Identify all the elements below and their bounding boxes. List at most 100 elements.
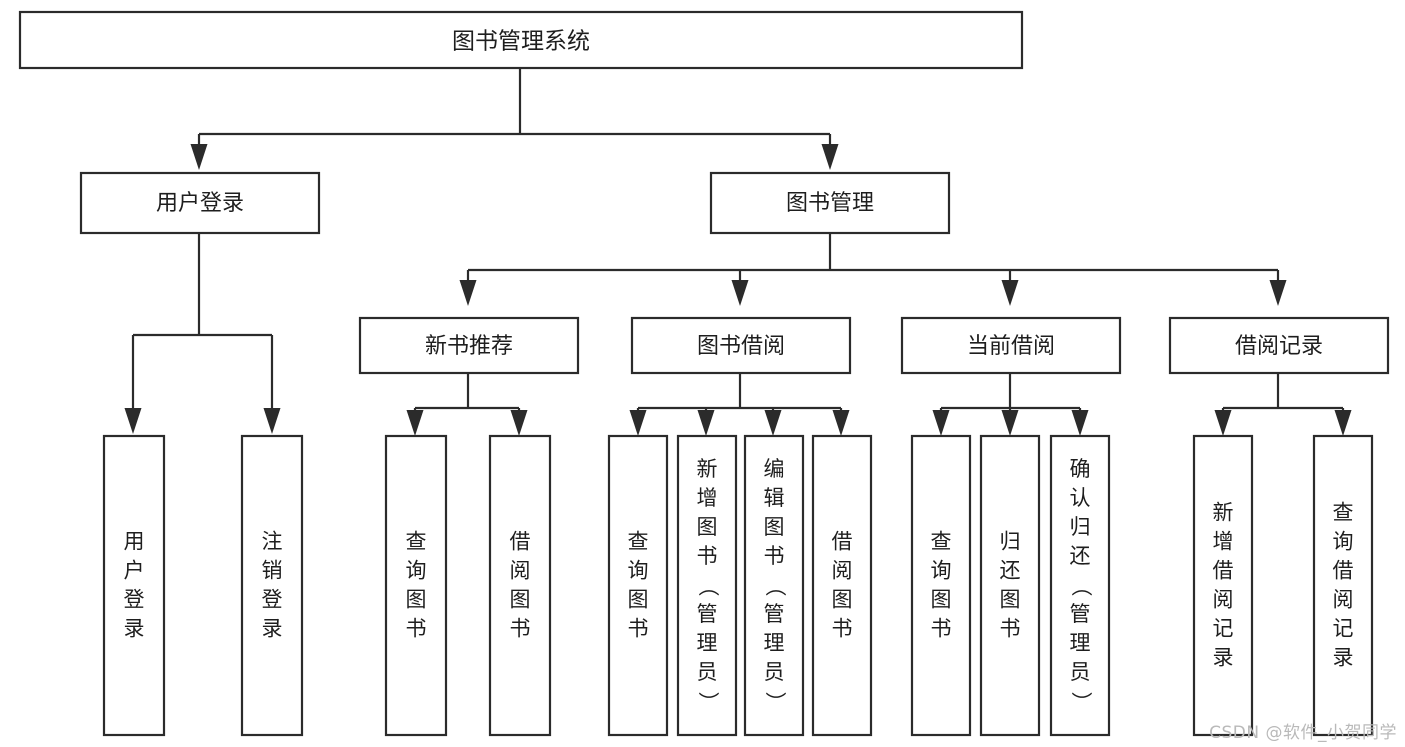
svg-text:查: 查	[628, 530, 649, 554]
node-new-book-recommend[interactable]: 新书推荐	[358, 316, 580, 375]
connectors-userlogin-to-leaves	[124, 233, 281, 434]
svg-text:理: 理	[764, 631, 785, 655]
svg-text:书: 书	[406, 617, 427, 641]
svg-text:（: （	[696, 576, 720, 597]
svg-text:书: 书	[628, 617, 649, 641]
svg-text:新: 新	[1213, 501, 1234, 525]
node-book-borrow[interactable]: 图书借阅	[630, 316, 852, 375]
svg-text:查: 查	[406, 530, 427, 554]
svg-text:图: 图	[1000, 588, 1021, 612]
node-user-login[interactable]: 用户登录	[79, 171, 321, 235]
svg-text:确: 确	[1070, 457, 1091, 481]
svg-text:录: 录	[124, 617, 145, 641]
svg-text:（: （	[1069, 576, 1093, 597]
svg-text:询: 询	[628, 559, 649, 583]
node-leaf-user-login-label: 用户登录	[124, 530, 145, 641]
svg-text:图: 图	[406, 588, 427, 612]
svg-text:理: 理	[1070, 631, 1091, 655]
svg-text:记: 记	[1333, 617, 1354, 641]
svg-text:查: 查	[931, 530, 952, 554]
node-current-borrow[interactable]: 当前借阅	[900, 316, 1122, 375]
svg-text:图: 图	[510, 588, 531, 612]
node-borrow-record[interactable]: 借阅记录	[1168, 316, 1390, 375]
node-root-label: 图书管理系统	[452, 29, 590, 55]
svg-text:）: ）	[1069, 692, 1093, 713]
svg-text:借: 借	[832, 530, 853, 554]
svg-text:图: 图	[628, 588, 649, 612]
connectors-bookmanagement-to-level2	[459, 233, 1287, 306]
csdn-watermark: CSDN @软件_小贺同学	[1209, 723, 1397, 743]
node-new-book-recommend-label: 新书推荐	[425, 334, 513, 359]
svg-text:登: 登	[124, 588, 145, 612]
svg-text:归: 归	[1070, 515, 1091, 539]
svg-text:记: 记	[1213, 617, 1234, 641]
svg-text:员: 员	[764, 660, 785, 684]
node-borrow-record-label: 借阅记录	[1235, 334, 1323, 359]
svg-text:阅: 阅	[1213, 588, 1234, 612]
node-root[interactable]: 图书管理系统	[18, 10, 1024, 70]
svg-text:注: 注	[262, 530, 283, 554]
svg-text:阅: 阅	[832, 559, 853, 583]
svg-text:新: 新	[697, 457, 718, 481]
svg-text:理: 理	[697, 631, 718, 655]
svg-text:录: 录	[262, 617, 283, 641]
svg-text:管: 管	[1070, 602, 1091, 626]
svg-text:增: 增	[1213, 530, 1234, 554]
connectors-currentborrow-to-leaves	[932, 373, 1089, 436]
svg-text:借: 借	[1213, 559, 1234, 583]
svg-text:）: ）	[763, 692, 787, 713]
svg-text:阅: 阅	[1333, 588, 1354, 612]
svg-text:销: 销	[262, 559, 283, 583]
svg-text:借: 借	[1333, 559, 1354, 583]
svg-text:书: 书	[510, 617, 531, 641]
node-leaf-user-login[interactable]: 用户登录	[102, 434, 166, 737]
node-user-login-label: 用户登录	[156, 191, 244, 216]
svg-text:管: 管	[764, 602, 785, 626]
connectors-bookborrow-to-leaves	[629, 373, 850, 436]
svg-text:查: 查	[1333, 501, 1354, 525]
svg-text:用: 用	[124, 530, 145, 554]
svg-text:询: 询	[406, 559, 427, 583]
svg-text:书: 书	[931, 617, 952, 641]
svg-text:书: 书	[764, 544, 785, 568]
svg-text:员: 员	[1070, 660, 1091, 684]
svg-text:阅: 阅	[510, 559, 531, 583]
svg-text:管: 管	[697, 602, 718, 626]
svg-text:）: ）	[696, 692, 720, 713]
node-book-management[interactable]: 图书管理	[709, 171, 951, 235]
svg-text:书: 书	[1000, 617, 1021, 641]
svg-text:询: 询	[931, 559, 952, 583]
node-book-borrow-label: 图书借阅	[697, 334, 785, 359]
svg-text:户: 户	[124, 559, 145, 583]
svg-text:图: 图	[832, 588, 853, 612]
node-book-management-label: 图书管理	[786, 191, 874, 216]
svg-text:录: 录	[1213, 646, 1234, 670]
svg-text:询: 询	[1333, 530, 1354, 554]
svg-text:还: 还	[1000, 559, 1021, 583]
